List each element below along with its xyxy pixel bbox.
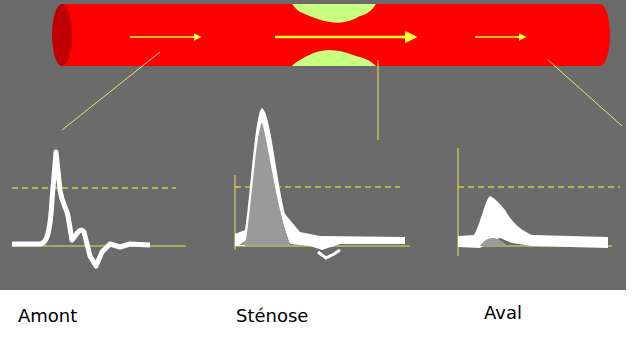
leader-lines (62, 52, 622, 140)
position-label: Amont (18, 305, 77, 326)
stenosis-plaque (292, 4, 376, 66)
doppler-spectrum-upstream (12, 152, 186, 266)
artery-tube (52, 4, 610, 66)
background-panel (0, 0, 626, 290)
position-label: Sténose (236, 305, 308, 326)
doppler-spectrum-stenosis (235, 108, 410, 258)
position-label: Aval (484, 302, 522, 323)
flow-arrows (130, 37, 525, 38)
doppler-spectrum-downstream (458, 148, 620, 256)
